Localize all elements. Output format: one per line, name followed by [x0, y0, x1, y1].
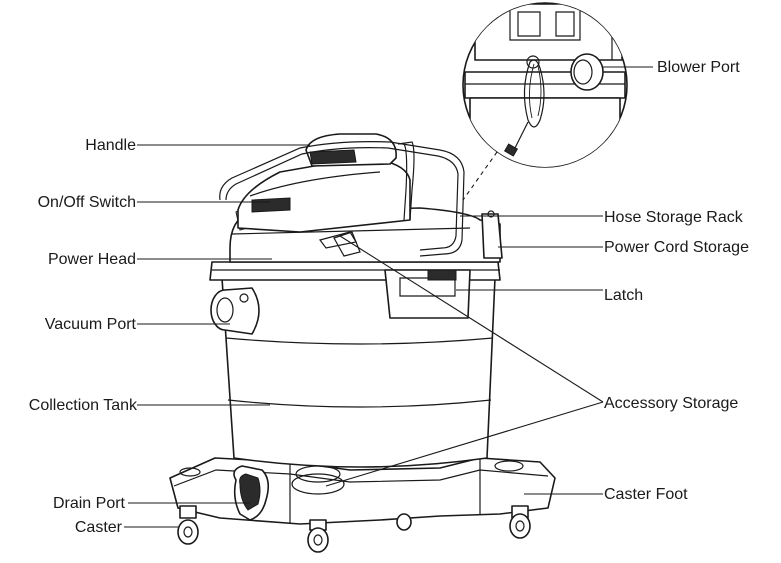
caster-wheel-back: [396, 513, 412, 531]
label-handle: Handle: [85, 137, 136, 154]
label-hose-storage-rack: Hose Storage Rack: [604, 209, 744, 226]
label-vacuum-port: Vacuum Port: [45, 316, 137, 333]
label-latch: Latch: [604, 287, 643, 304]
labels: Handle On/Off Switch Power Head Vacuum P…: [29, 59, 749, 536]
blower-port-detail: [570, 53, 604, 91]
hose-storage-rack: [219, 141, 465, 257]
accessory-storage: [333, 231, 361, 257]
blower-port-detail-inset: [462, 2, 628, 168]
caster-wheel-right: [509, 505, 531, 539]
leader-lines: [124, 144, 604, 528]
label-on-off-switch: On/Off Switch: [38, 194, 136, 211]
collection-tank: [221, 277, 496, 468]
label-power-head: Power Head: [48, 251, 136, 268]
shop-vacuum: [169, 133, 556, 553]
caster-wheel-left: [177, 505, 199, 545]
on-off-switch: [251, 197, 291, 213]
drain-port: [233, 465, 270, 521]
label-caster-foot: Caster Foot: [604, 486, 688, 503]
label-blower-port: Blower Port: [657, 59, 740, 76]
motor-cover: [237, 157, 411, 233]
power-cord-storage: [481, 210, 503, 259]
label-accessory-storage: Accessory Storage: [604, 395, 738, 412]
handle: [305, 133, 397, 167]
label-drain-port: Drain Port: [53, 495, 126, 512]
caster-wheel-front-left: [307, 519, 329, 553]
caster-foot: [169, 457, 556, 525]
coiled-power-cord: [523, 59, 545, 128]
label-collection-tank: Collection Tank: [29, 397, 138, 414]
vacuum-port: [210, 287, 260, 335]
label-power-cord-storage: Power Cord Storage: [604, 239, 749, 256]
label-caster: Caster: [75, 519, 123, 536]
latch: [384, 269, 471, 319]
